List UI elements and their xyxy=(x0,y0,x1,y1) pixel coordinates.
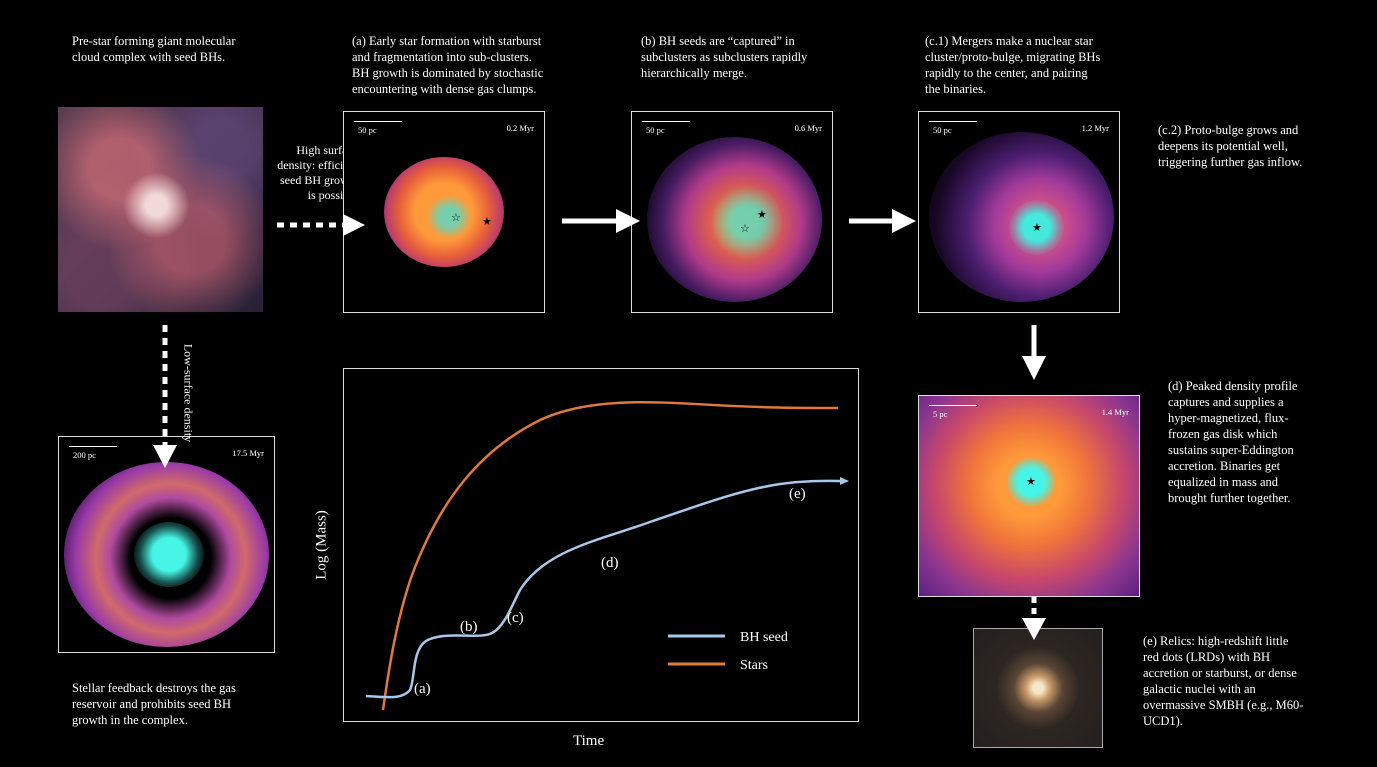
stars-curve xyxy=(381,401,839,711)
scale-label: 50 pc xyxy=(358,125,377,135)
scale-bar xyxy=(929,405,977,406)
panel-d: 5 pc 1.4 Myr ★ xyxy=(918,395,1140,597)
scale-label: 5 pc xyxy=(933,409,948,419)
panel-feedback: 200 pc 17.5 Myr xyxy=(58,436,275,653)
panel-c: 50 pc 1.2 Myr ★ xyxy=(918,111,1120,313)
legend-label-stars: Stars xyxy=(740,658,768,673)
scale-bar xyxy=(69,446,117,447)
caption-e: (e) Relics: high-redshift little red dot… xyxy=(1143,634,1304,728)
caption-a: (a) Early star formation with starburst … xyxy=(352,34,544,96)
cyan-clumps xyxy=(712,182,782,262)
chart-frame xyxy=(343,368,859,722)
time-label: 0.6 Myr xyxy=(794,123,822,133)
legend-label-bh: BH seed xyxy=(740,630,788,645)
cyan-clumps xyxy=(1009,200,1064,255)
scale-label: 200 pc xyxy=(73,450,96,460)
cyan-clumps xyxy=(424,197,474,237)
caption-d: (d) Peaked density profile captures and … xyxy=(1168,379,1298,505)
scale-label: 50 pc xyxy=(933,125,952,135)
bh-seed-curve xyxy=(365,479,846,699)
star-marker-filled: ★ xyxy=(1032,222,1042,234)
arrow-b-to-c-head xyxy=(892,209,916,233)
star-marker-open: ☆ xyxy=(740,223,750,235)
arrow-a-to-b-head xyxy=(616,209,640,233)
panel-b: 50 pc 0.6 Myr ★ ☆ xyxy=(631,111,833,313)
annotation-d: (d) xyxy=(601,555,619,571)
star-marker-filled: ★ xyxy=(1026,476,1036,488)
dashed-arrow-low-density-head xyxy=(153,445,177,468)
panel-a: 50 pc 0.2 Myr ☆ ★ xyxy=(343,111,545,313)
scale-bar xyxy=(354,121,402,122)
star-marker-filled: ★ xyxy=(482,216,492,228)
time-label: 1.4 Myr xyxy=(1101,407,1129,417)
time-label: 17.5 Myr xyxy=(232,448,264,458)
scale-bar xyxy=(642,121,690,122)
caption-b: (b) BH seeds are “captured” in subcluste… xyxy=(641,34,808,80)
scale-bar xyxy=(929,121,977,122)
star-marker-filled: ★ xyxy=(757,209,767,221)
time-label: 0.2 Myr xyxy=(506,123,534,133)
time-label: 1.2 Myr xyxy=(1081,123,1109,133)
scale-label: 50 pc xyxy=(646,125,665,135)
arrow-c-to-d-head xyxy=(1022,356,1046,380)
relic-image xyxy=(973,628,1103,748)
cyan-core xyxy=(1007,458,1055,506)
annotation-a: (a) xyxy=(414,681,431,697)
annotation-e: (e) xyxy=(789,486,806,502)
chart-xlabel: Time xyxy=(573,733,605,749)
caption-c1: (c.1) Mergers make a nuclear star cluste… xyxy=(925,34,1101,96)
annotation-b: (b) xyxy=(460,619,478,635)
nebula-image xyxy=(58,107,263,312)
star-marker-open: ☆ xyxy=(451,212,461,224)
caption-pre: Pre-star forming giant molecular cloud c… xyxy=(72,34,236,64)
annotation-c: (c) xyxy=(507,610,524,626)
cyan-cluster xyxy=(134,522,204,587)
dashed-arrow-d-to-e-head xyxy=(1022,618,1046,640)
dashed-arrow-high-density-head xyxy=(343,214,365,236)
caption-c2: (c.2) Proto-bulge grows and deepens its … xyxy=(1158,123,1303,169)
bh-seed-arrowhead xyxy=(840,477,849,485)
caption-feedback: Stellar feedback destroys the gas reserv… xyxy=(72,681,236,727)
